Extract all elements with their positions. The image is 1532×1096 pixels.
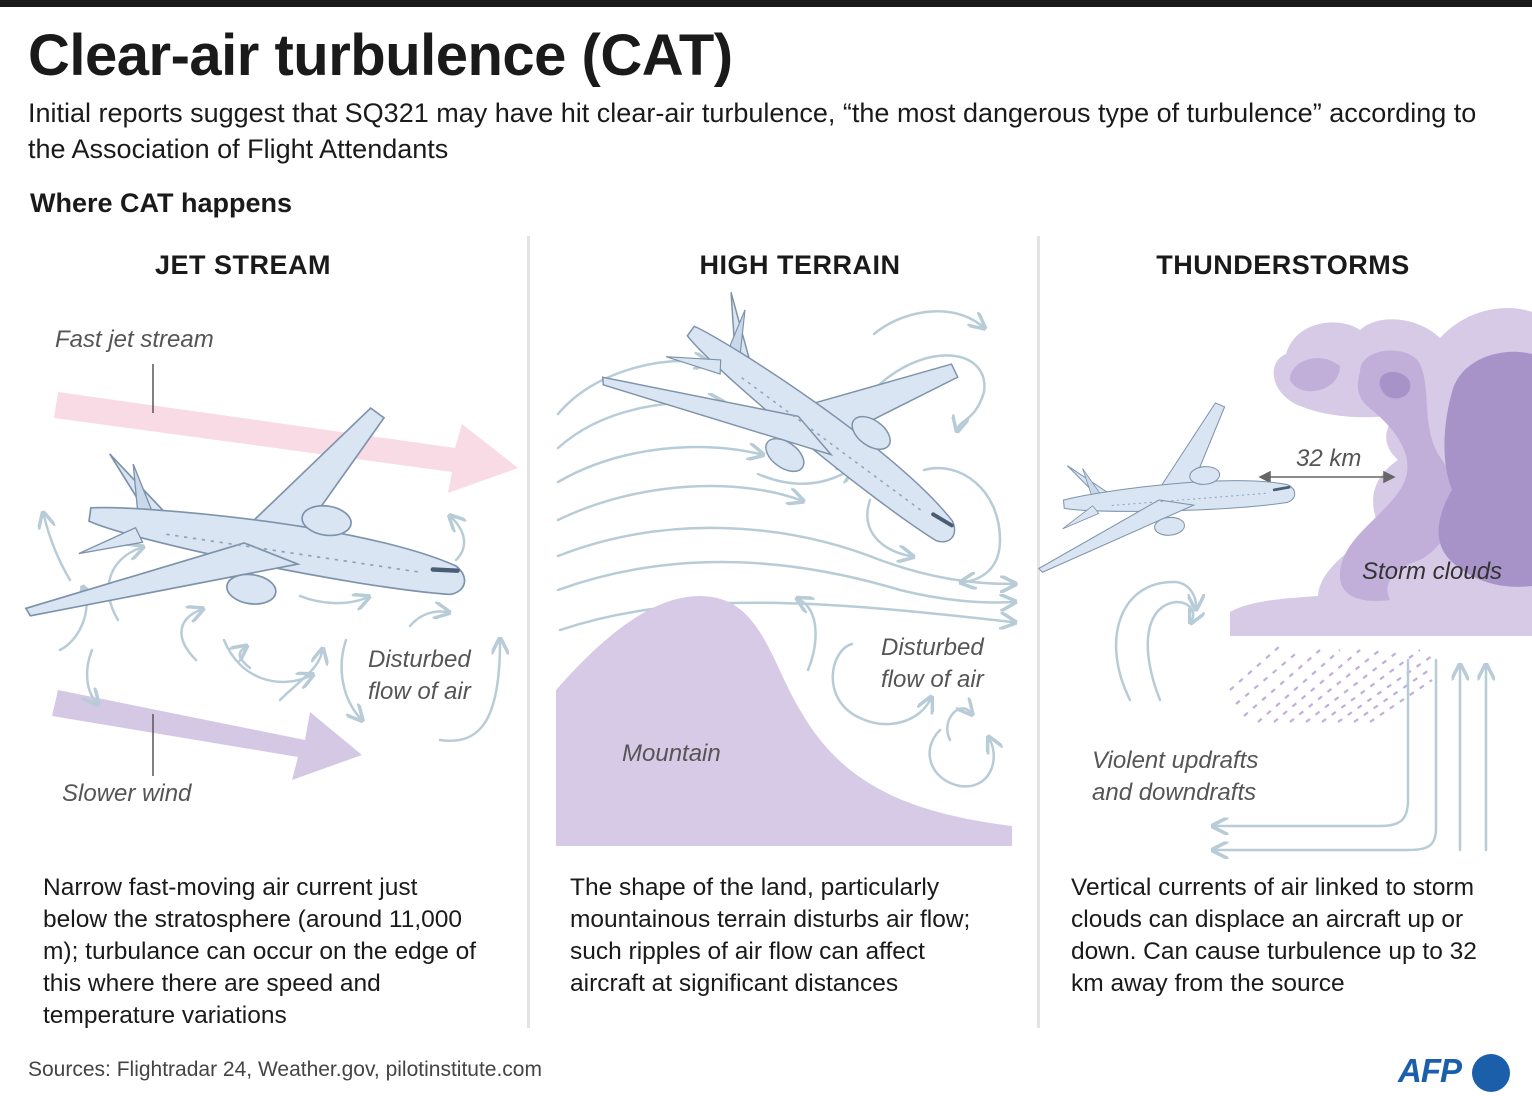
drafts-label: Violent updrafts and downdrafts (1092, 747, 1259, 806)
high-terrain-illustration (556, 200, 1037, 846)
aircraft-icon (1024, 395, 1301, 574)
panel-title-jet-stream: JET STREAM (154, 250, 332, 280)
page-subtitle: Initial reports suggest that SQ321 may h… (28, 98, 1477, 164)
afp-logo-icon: AFP (1398, 1052, 1518, 1094)
fast-jet-stream-label: Fast jet stream (55, 326, 214, 353)
slower-wind-label: Slower wind (62, 780, 192, 807)
panel-divider-2 (1037, 236, 1040, 1028)
sources-note: Sources: Flightradar 24, Weather.gov, pi… (28, 1058, 542, 1081)
storm-clouds-label: Storm clouds (1362, 558, 1503, 585)
panel-title-thunderstorms: THUNDERSTORMS (1156, 250, 1410, 280)
thunderstorms-illustration (1024, 308, 1532, 850)
description-high-terrain: The shape of the land, particularly moun… (570, 874, 971, 997)
jet-stream-illustration (25, 364, 518, 780)
mountain-icon (556, 596, 1012, 846)
panel-title-high-terrain: HIGH TERRAIN (699, 250, 901, 280)
page-title: Clear-air turbulence (CAT) (28, 23, 733, 88)
mountain-label: Mountain (622, 740, 721, 767)
description-jet-stream: Narrow fast-moving air current just belo… (43, 874, 477, 1029)
section-heading: Where CAT happens (30, 188, 293, 218)
slower-wind-arrow (52, 690, 362, 780)
top-rule (0, 0, 1532, 7)
distance-label: 32 km (1296, 445, 1362, 472)
description-thunderstorms: Vertical currents of air linked to storm… (1071, 874, 1477, 997)
disturbed-flow-label-2: Disturbed flow of air (881, 634, 984, 693)
disturbed-flow-label-1: Disturbed flow of air (368, 646, 471, 705)
panel-divider-1 (527, 236, 530, 1028)
fast-jet-stream-arrow (54, 392, 518, 493)
